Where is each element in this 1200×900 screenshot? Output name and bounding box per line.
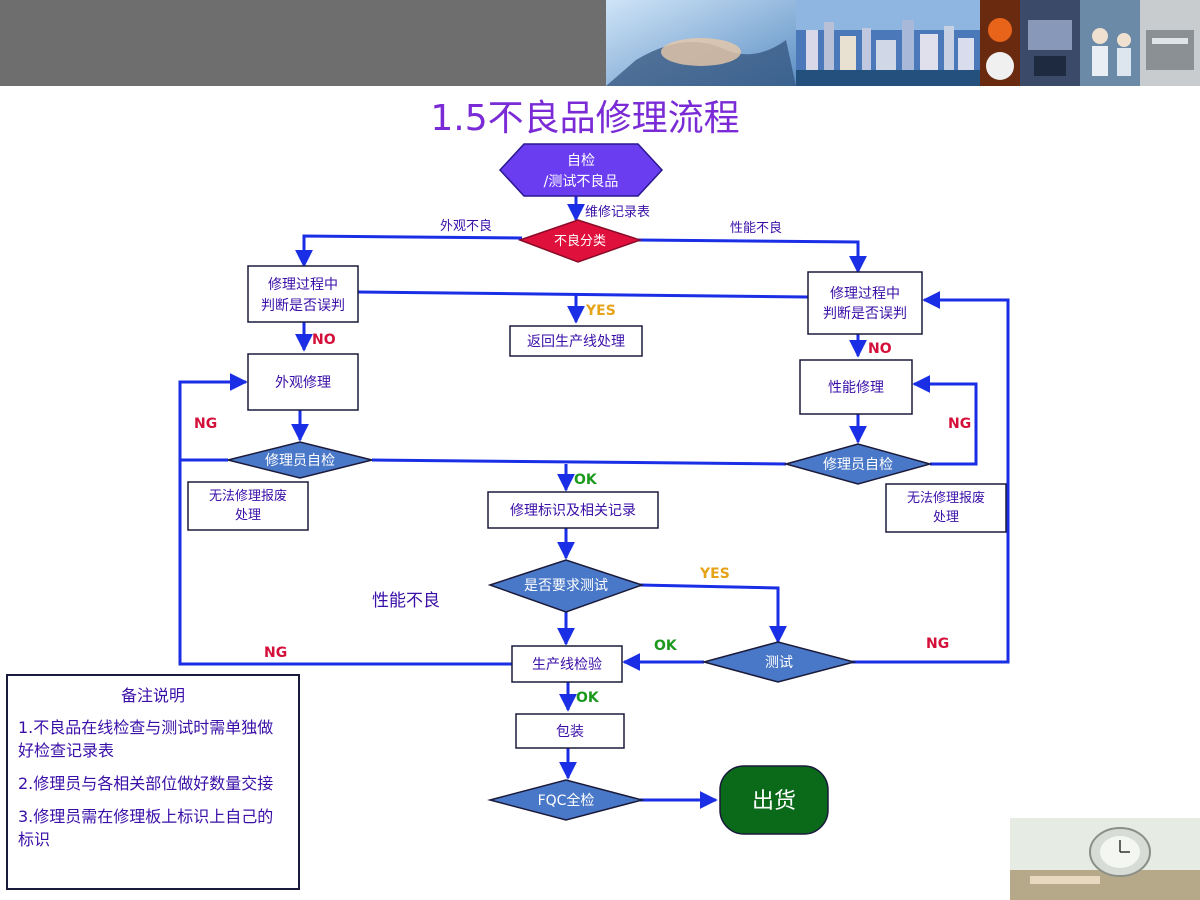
node-selfcheck-left-label: 修理员自检 — [265, 453, 335, 469]
node-judge-right: 修理过程中 判断是否误判 — [807, 271, 923, 335]
page-title: 1.5不良品修理流程 — [430, 98, 739, 139]
node-fqc: FQC全检 — [487, 779, 645, 821]
node-selfcheck-right-label: 修理员自检 — [823, 457, 893, 473]
label-ng-test: NG — [926, 636, 949, 652]
node-judge-right-line2: 判断是否误判 — [823, 306, 907, 322]
label-no-right: NO — [868, 341, 892, 357]
node-ship-label: 出货 — [752, 789, 796, 814]
connectors — [178, 196, 1010, 809]
notes-item-3: 3.修理员需在修理板上标识上自己的标识 — [18, 807, 274, 849]
node-repair-performance-label: 性能修理 — [828, 380, 884, 396]
node-classify-label: 不良分类 — [554, 233, 606, 249]
node-fqc-label: FQC全检 — [538, 792, 595, 809]
node-judge-left: 修理过程中 判断是否误判 — [247, 265, 359, 323]
header-photo-city — [796, 0, 980, 86]
label-ng-line: NG — [264, 645, 287, 661]
edge-ng-right-loop — [912, 375, 978, 466]
edge-judge-row — [357, 290, 809, 299]
notes-panel: 备注说明 1.不良品在线检查与测试时需单独做好检查记录表 2.修理员与各相关部位… — [6, 674, 300, 890]
label-appearance-bad: 外观不良 — [440, 218, 492, 234]
label-floating-performance: 性能不良 — [372, 591, 440, 611]
node-ship: 出货 — [719, 765, 829, 835]
node-repair-appearance-label: 外观修理 — [275, 375, 331, 391]
node-mark-record-label: 修理标识及相关记录 — [510, 503, 636, 519]
label-ng-right: NG — [948, 416, 971, 432]
node-repair-performance: 性能修理 — [799, 359, 913, 415]
label-ng-left: NG — [194, 416, 217, 432]
edge-classify-judge-left — [295, 234, 523, 268]
label-repair-record: 维修记录表 — [585, 205, 650, 220]
node-return-line: 返回生产线处理 — [509, 325, 643, 357]
notes-item-1: 1.不良品在线检查与测试时需单独做好检查记录表 — [18, 718, 274, 760]
header-photo-lab — [1140, 0, 1200, 86]
node-require-test: 是否要求测试 — [487, 559, 645, 613]
node-selfcheck-left: 修理员自检 — [227, 441, 373, 479]
header-photo-workers — [1080, 0, 1140, 86]
edge-selfcheck-row — [371, 458, 787, 466]
edge-inspect-ng-loop — [178, 460, 512, 666]
edge-classify-judge-right — [637, 238, 867, 274]
edge-require-test — [639, 583, 787, 644]
label-yes-return: YES — [585, 303, 616, 319]
label-ok-mid: OK — [574, 472, 598, 488]
node-start: 自检 /测试不良品 — [498, 143, 664, 197]
node-scrap-left: 无法修理报废 处理 — [187, 481, 309, 531]
node-judge-left-line1: 修理过程中 — [268, 277, 338, 293]
label-no-left: NO — [312, 332, 336, 348]
node-mark-record: 修理标识及相关记录 — [487, 491, 659, 529]
node-scrap-right-line2: 处理 — [933, 510, 959, 525]
label-ok-test: OK — [654, 638, 678, 654]
label-yes-test: YES — [699, 566, 730, 582]
node-return-line-label: 返回生产线处理 — [527, 334, 625, 350]
node-scrap-right-line1: 无法修理报废 — [907, 490, 985, 506]
node-test-label: 测试 — [765, 655, 793, 671]
edge-test-ng-loop — [852, 291, 1010, 664]
node-judge-right-line1: 修理过程中 — [830, 286, 900, 302]
node-line-inspect-label: 生产线检验 — [532, 657, 602, 673]
node-require-test-label: 是否要求测试 — [524, 578, 608, 594]
header-photo-machine — [1020, 0, 1080, 86]
edge-ng-left-loop — [178, 373, 248, 462]
node-line-inspect: 生产线检验 — [511, 645, 623, 683]
header-photo-industrial — [980, 0, 1020, 86]
node-pack: 包装 — [515, 713, 625, 749]
node-selfcheck-right: 修理员自检 — [783, 443, 933, 485]
clock-photo — [1010, 818, 1200, 900]
label-ok-pack: OK — [576, 690, 600, 706]
node-classify: 不良分类 — [517, 219, 643, 263]
node-repair-appearance: 外观修理 — [247, 353, 359, 411]
notes-title: 备注说明 — [120, 686, 185, 705]
node-scrap-left-line2: 处理 — [235, 508, 261, 523]
node-judge-left-line2: 判断是否误判 — [261, 298, 345, 314]
notes-item-2: 2.修理员与各相关部位做好数量交接 — [18, 774, 274, 793]
node-start-line1: 自检 — [567, 153, 595, 169]
label-performance-bad: 性能不良 — [730, 220, 782, 236]
node-start-line2: /测试不良品 — [544, 174, 619, 190]
node-pack-label: 包装 — [556, 724, 584, 740]
node-scrap-right: 无法修理报废 处理 — [885, 483, 1007, 533]
header-photo-handshake — [606, 0, 796, 86]
node-test: 测试 — [701, 641, 857, 683]
node-scrap-left-line1: 无法修理报废 — [209, 488, 287, 504]
